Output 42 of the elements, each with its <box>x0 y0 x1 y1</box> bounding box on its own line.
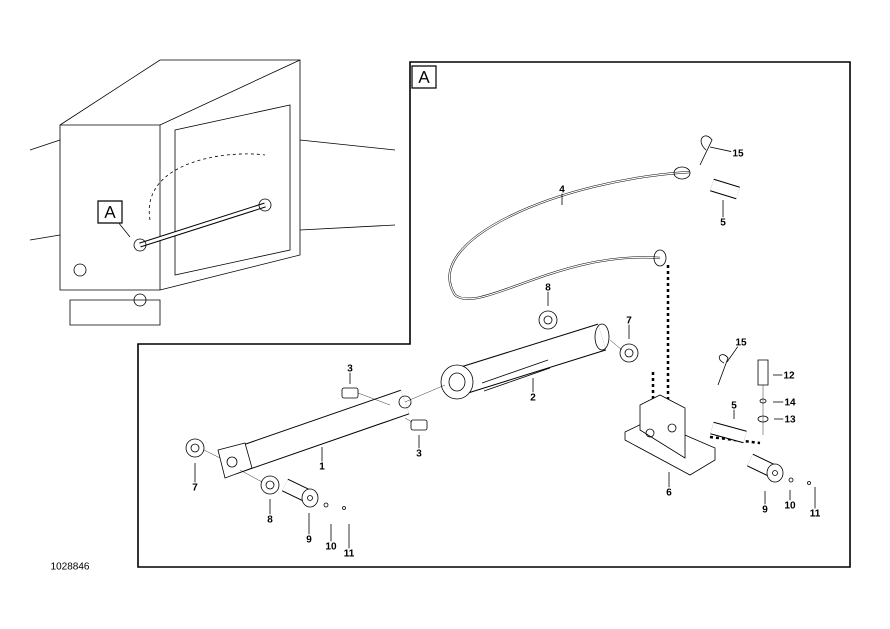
leader-line <box>628 324 630 340</box>
callout-number: 12 <box>784 372 794 378</box>
leader-line <box>194 462 196 483</box>
leader-line <box>330 524 332 542</box>
callout-number: 3 <box>347 364 352 372</box>
callout-number: 9 <box>762 505 768 513</box>
callout-number: 8 <box>546 283 550 291</box>
callout-number: 7 <box>192 484 198 490</box>
view-tag: A <box>411 65 437 89</box>
part-number: 1028846 <box>51 562 90 570</box>
callout-number: 14 <box>785 398 796 406</box>
callout-number: 5 <box>732 402 737 408</box>
leader-line <box>764 490 766 505</box>
callout-number: 9 <box>306 535 312 543</box>
leader-line <box>418 434 420 449</box>
leader-line <box>772 374 783 376</box>
callout-number: 10 <box>785 501 796 509</box>
leader-line <box>308 512 310 535</box>
callout-number: 8 <box>268 515 272 523</box>
callout-number: 13 <box>785 415 796 423</box>
leader-line <box>668 472 670 488</box>
leader-line <box>532 378 534 393</box>
callout-number: 11 <box>810 510 820 516</box>
leader-line <box>118 223 130 238</box>
callout-number: 15 <box>736 338 746 346</box>
view-tag: A <box>97 200 123 224</box>
callout-number: 7 <box>626 316 632 324</box>
leader-line <box>726 346 738 362</box>
callout-number: 11 <box>344 550 354 556</box>
callout-number: 2 <box>530 394 536 400</box>
callout-number: 10 <box>326 542 336 550</box>
callout-number: 3 <box>416 449 422 457</box>
callout-number: 15 <box>733 150 744 156</box>
callout-number: 5 <box>720 218 726 226</box>
leader-line <box>814 486 816 509</box>
leader-line <box>722 200 724 218</box>
leader-line <box>774 418 784 420</box>
leader-line <box>710 146 732 152</box>
callout-number: 6 <box>666 488 672 496</box>
callout-number: 1 <box>320 462 324 470</box>
callout-number: 4 <box>559 186 565 192</box>
leader-line <box>348 524 350 549</box>
